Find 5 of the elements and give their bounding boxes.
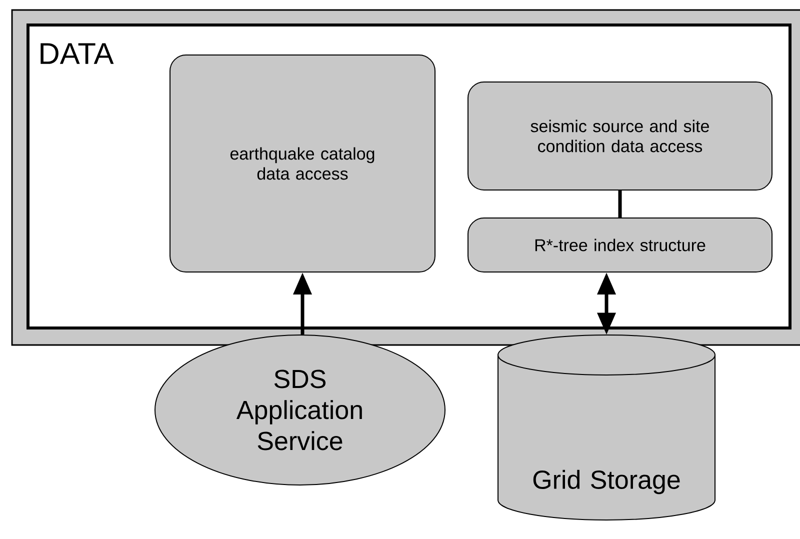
process-box: seismic source and site condition data access: [468, 82, 772, 190]
connector-line: [618, 190, 622, 218]
process-box: earthquake catalog data access: [170, 54, 436, 272]
process-box: R*-tree index structure: [468, 218, 772, 272]
storage-cylinder: Grid Storage: [498, 334, 716, 520]
